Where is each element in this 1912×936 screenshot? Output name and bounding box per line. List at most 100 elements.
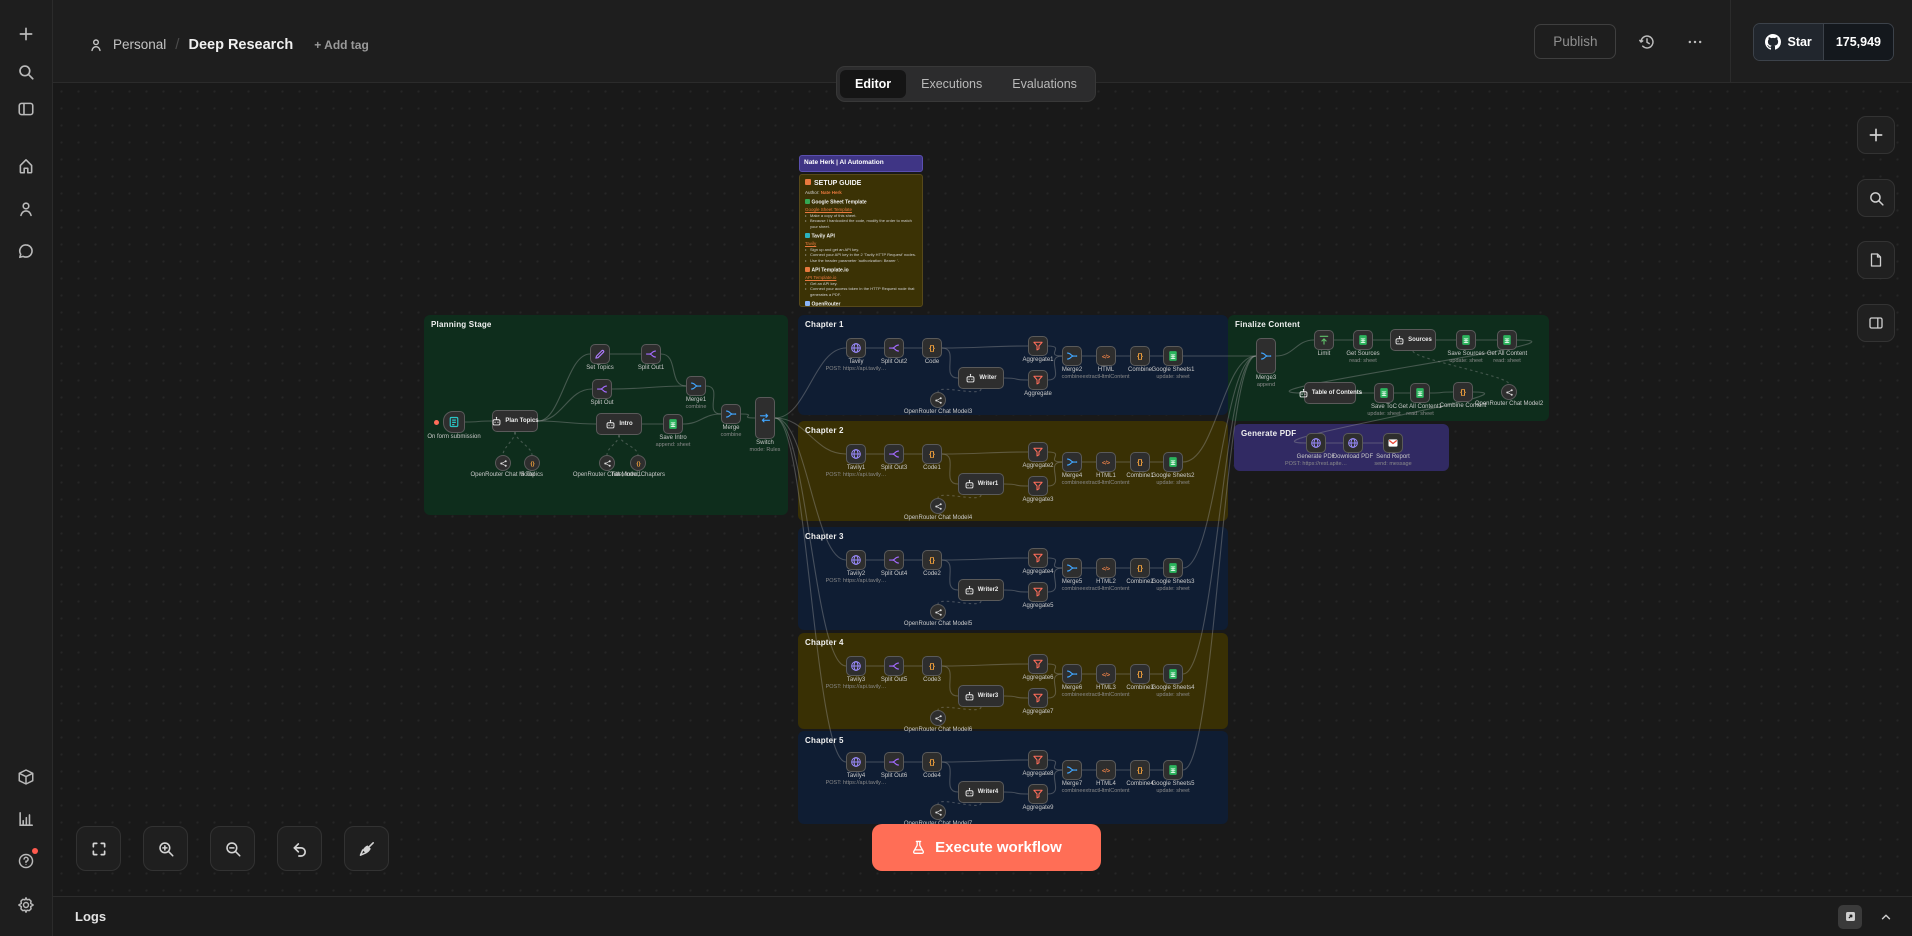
tab-executions[interactable]: Executions bbox=[921, 77, 983, 91]
sticky-note-button[interactable] bbox=[1857, 241, 1895, 279]
setup-section-link[interactable]: Google Sheet Template bbox=[805, 206, 852, 212]
node-intro[interactable]: Intro bbox=[596, 413, 642, 435]
node-agg_c5[interactable]: Aggregate9 bbox=[1022, 784, 1054, 811]
node-split_c3[interactable]: Split Out4 bbox=[881, 550, 907, 577]
canvas-search-button[interactable] bbox=[1857, 179, 1895, 217]
insights-icon[interactable] bbox=[9, 802, 43, 836]
node-comb_c2[interactable]: {}Combine1 bbox=[1126, 452, 1154, 479]
node-trigger[interactable]: On form submission bbox=[427, 411, 481, 440]
logs-panel-header[interactable]: Logs bbox=[53, 896, 1912, 936]
node-agg_c4[interactable]: Aggregate7 bbox=[1022, 688, 1054, 715]
setup-section-link[interactable]: Tavily bbox=[805, 240, 817, 246]
node-agg1_c5[interactable]: Aggregate8 bbox=[1022, 750, 1054, 777]
node-comb_c3[interactable]: {}Combine2 bbox=[1126, 558, 1154, 585]
node-orm_c5[interactable]: OpenRouter Chat Model7 bbox=[904, 804, 972, 827]
package-icon[interactable] bbox=[9, 760, 43, 794]
node-combineContent[interactable]: {}Combine Content bbox=[1440, 382, 1486, 409]
group-generate-pdf[interactable]: Generate PDF bbox=[1234, 424, 1449, 471]
node-split_c4[interactable]: Split Out5 bbox=[881, 656, 907, 683]
group-chapter-1[interactable]: Chapter 1 bbox=[798, 315, 1228, 415]
node-sources[interactable]: Sources bbox=[1390, 329, 1436, 351]
group-chapter-5[interactable]: Chapter 5 bbox=[798, 731, 1228, 824]
group-chapter-3[interactable]: Chapter 3 bbox=[798, 527, 1228, 630]
search-icon[interactable] bbox=[9, 55, 43, 89]
node-topics5[interactable]: {}5 Topics bbox=[521, 455, 543, 478]
node-orModel[interactable]: OpenRouter Chat Model bbox=[470, 455, 536, 478]
setup-section-link[interactable]: API Template.io bbox=[805, 274, 837, 280]
plus-icon[interactable] bbox=[9, 17, 43, 51]
execute-workflow-button[interactable]: Execute workflow bbox=[872, 824, 1101, 871]
tab-editor[interactable]: Editor bbox=[840, 70, 907, 98]
node-code_c5[interactable]: {}Code4 bbox=[922, 752, 942, 779]
node-orm_c1[interactable]: OpenRouter Chat Model3 bbox=[904, 392, 972, 415]
open-logs-window-icon[interactable] bbox=[1838, 904, 1862, 929]
more-options-icon[interactable] bbox=[1678, 25, 1712, 59]
node-orm_c2[interactable]: OpenRouter Chat Model4 bbox=[904, 498, 972, 521]
home-icon[interactable] bbox=[9, 149, 43, 183]
node-writer_c3[interactable]: Writer2 bbox=[958, 579, 1004, 601]
node-code_c2[interactable]: {}Code1 bbox=[922, 444, 942, 471]
node-writer_c1[interactable]: Writer bbox=[958, 367, 1004, 389]
zoom-out-button[interactable] bbox=[210, 826, 255, 871]
undo-button[interactable] bbox=[277, 826, 322, 871]
node-limitN[interactable]: Limit bbox=[1314, 330, 1334, 357]
node-agg_c1[interactable]: Aggregate bbox=[1024, 370, 1052, 397]
group-chapter-2[interactable]: Chapter 2 bbox=[798, 421, 1228, 521]
node-toc[interactable]: Table of Contents bbox=[1299, 382, 1362, 404]
node-agg1_c3[interactable]: Aggregate4 bbox=[1022, 548, 1054, 575]
node-agg1_c1[interactable]: Aggregate1 bbox=[1022, 336, 1054, 363]
node-agg1_c4[interactable]: Aggregate6 bbox=[1022, 654, 1054, 681]
help-icon[interactable] bbox=[9, 844, 43, 878]
group-finalize-content[interactable]: Finalize Content bbox=[1228, 315, 1549, 421]
add-tag-button[interactable]: + Add tag bbox=[314, 37, 369, 52]
node-code_c3[interactable]: {}Code2 bbox=[922, 550, 942, 577]
publish-button[interactable]: Publish bbox=[1534, 24, 1617, 59]
node-splitOut[interactable]: Split Out bbox=[590, 379, 614, 406]
fit-view-button[interactable] bbox=[76, 826, 121, 871]
node-orm_c3[interactable]: OpenRouter Chat Model5 bbox=[904, 604, 972, 627]
node-comb_c4[interactable]: {}Combine3 bbox=[1126, 664, 1154, 691]
zoom-in-button[interactable] bbox=[143, 826, 188, 871]
node-split_c2[interactable]: Split Out3 bbox=[881, 444, 907, 471]
node-orm_c4[interactable]: OpenRouter Chat Model6 bbox=[904, 710, 972, 733]
workflow-title[interactable]: Deep Research bbox=[188, 36, 294, 53]
panel-right-button[interactable] bbox=[1857, 304, 1895, 342]
node-setTopics[interactable]: Set Topics bbox=[586, 344, 614, 371]
tidy-up-button[interactable] bbox=[344, 826, 389, 871]
history-icon[interactable] bbox=[1630, 25, 1664, 59]
node-code_c4[interactable]: {}Code3 bbox=[922, 656, 942, 683]
node-comb_c1[interactable]: {}Combine bbox=[1128, 346, 1152, 373]
node-orModel2[interactable]: OpenRouter Chat Model2 bbox=[1475, 384, 1543, 407]
node-writer_c5[interactable]: Writer4 bbox=[958, 781, 1004, 803]
chat-icon[interactable] bbox=[9, 234, 43, 268]
node-dlPdf[interactable]: Download PDF bbox=[1333, 433, 1373, 460]
node-split_c5[interactable]: Split Out6 bbox=[881, 752, 907, 779]
node-titleIntro[interactable]: {}Title, Intro, Chapters bbox=[611, 455, 665, 478]
